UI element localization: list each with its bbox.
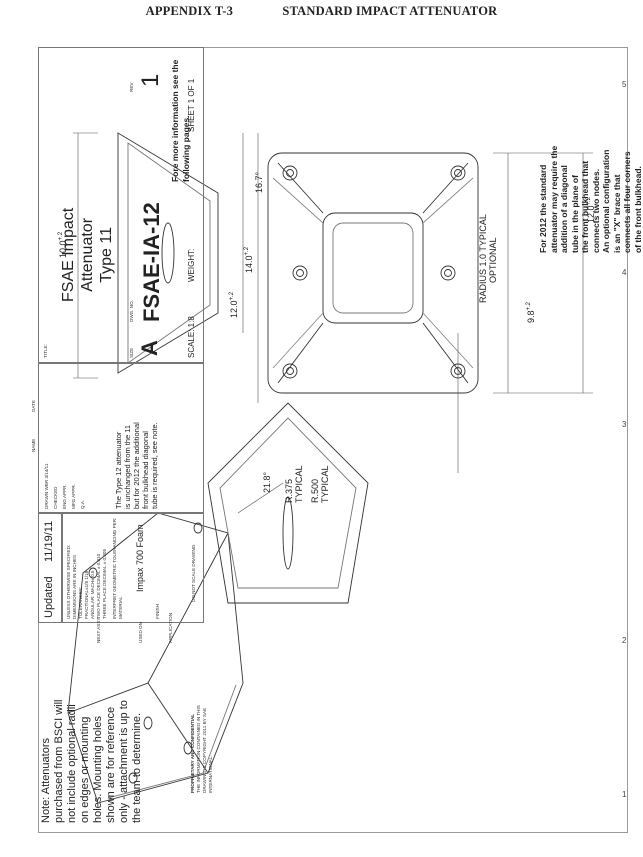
side-view-lower [207,402,369,604]
material-value: Impax 700 Foam [135,524,145,592]
zone-5: 5 [622,80,627,89]
dim-16-7: 16.7° [254,171,264,193]
dim-9-8: 9.8+.2 [526,301,536,323]
zone-3: 3 [622,420,627,429]
revision-label: Updated [43,576,55,618]
rev-number: 1 [137,73,164,87]
zone-1: 1 [622,790,627,799]
appendix-code: APPENDIX T-3 [145,4,234,18]
drawing-views [67,132,593,804]
tolerance-block: UNLESS OTHERWISE SPECIFIED:DIMENSIONS AR… [62,513,204,623]
isometric-view [67,512,244,804]
front-view [267,152,479,394]
dim-12-a: 12.0+.2 [229,291,239,318]
zone-2: 2 [622,636,627,645]
revision-date: 11/19/11 [43,520,55,562]
appendix-title: STANDARD IMPACT ATTENUATOR [282,4,498,18]
drawing-border [38,47,628,833]
zone-4: 4 [622,268,627,277]
size-value: A [137,340,162,356]
page-header: APPENDIX T-3 STANDARD IMPACT ATTENUATOR [0,4,643,19]
proprietary-block: PROPRIETARY AND CONFIDENTIAL THE INFORMA… [190,705,213,793]
drawing-sheet: 10.0+.2 12.0+.2 14.0+.2 16.7° 21.8° R.37… [31,47,643,833]
side-view-upper [117,132,219,374]
dim-angle: 21.8° [262,471,272,493]
dim-14: 14.0+.2 [244,246,254,273]
revision-box: Updated 11/19/11 [38,513,62,623]
dwg-number: FSAE-IA-12 [139,202,164,322]
